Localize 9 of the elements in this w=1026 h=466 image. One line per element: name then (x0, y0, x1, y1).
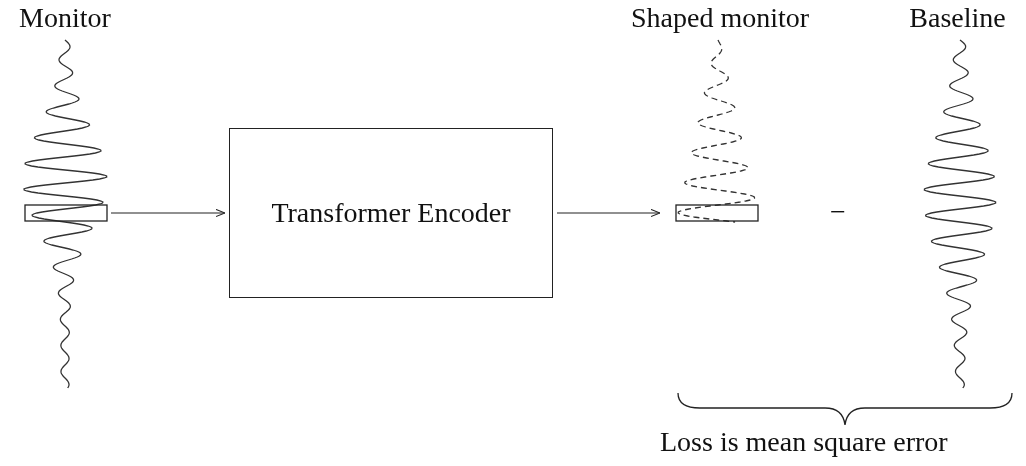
signal-title: Monitor (18, 2, 112, 34)
box-label: Transformer Encoder (271, 197, 511, 229)
signal-title: Baseline (908, 2, 1007, 34)
signal-title: Shaped monitor (629, 2, 811, 34)
arrow (556, 208, 661, 218)
process-box (229, 128, 553, 298)
minus-sign: − (830, 196, 846, 228)
loss-note: Loss is mean square error (660, 426, 948, 458)
arrow (110, 208, 226, 218)
